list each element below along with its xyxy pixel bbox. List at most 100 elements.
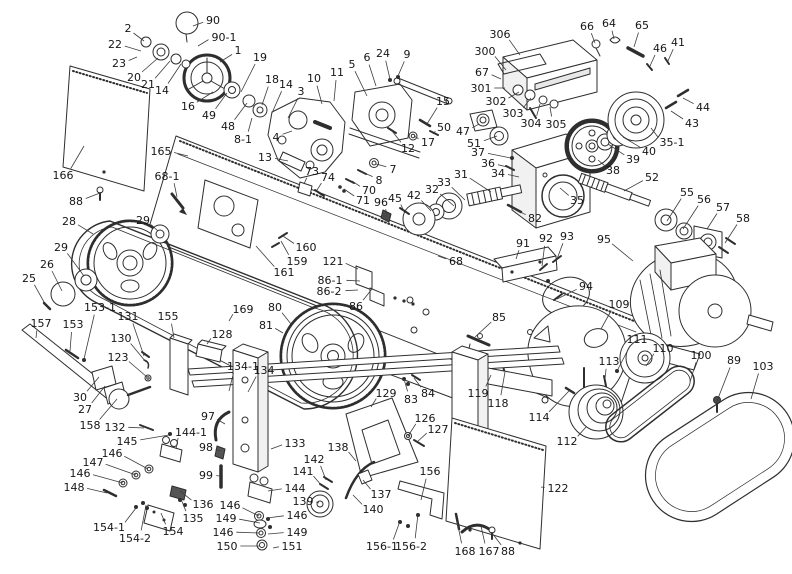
part-label-27: 27: [78, 403, 92, 416]
leader-line-88: [491, 532, 502, 546]
leader-line-80: [281, 312, 292, 325]
leader-line-9: [397, 61, 405, 77]
leader-line-110: [645, 353, 655, 367]
shaft-52: [577, 172, 652, 207]
leader-line-157: [35, 330, 38, 339]
leader-line-145: [140, 434, 170, 441]
part-label-89: 89: [727, 354, 741, 367]
part-label-121: 121: [323, 255, 344, 268]
part-label-131: 131: [118, 310, 139, 323]
leader-line-8-1: [247, 117, 253, 132]
leader-line-32: [439, 193, 455, 207]
leader-line-8: [361, 171, 373, 177]
part-label-4: 4: [273, 131, 280, 144]
leader-line-129: [370, 398, 377, 408]
leader-line-169: [228, 314, 234, 322]
leader-line-90-1: [197, 39, 209, 47]
part-label-41: 41: [671, 36, 685, 49]
part-98: [214, 445, 226, 460]
part-label-68-1: 68-1: [155, 170, 180, 183]
leader-line-90: [192, 21, 204, 27]
leader-line-36: [497, 164, 512, 169]
leader-line-88: [85, 192, 101, 199]
part-label-165: 165: [151, 145, 172, 158]
leader-line-35-1: [650, 127, 659, 138]
leader-line-141: [313, 475, 323, 487]
part-label-301: 301: [471, 82, 492, 95]
leader-line-18: [261, 86, 269, 106]
leader-line-100: [689, 362, 697, 383]
leader-line-128: [206, 338, 212, 345]
leader-line-93: [556, 243, 564, 260]
leader-line-26: [51, 270, 63, 292]
leader-line-135: [180, 498, 187, 512]
knob-90: [175, 11, 199, 35]
plate-91: [466, 246, 563, 347]
leader-line-156: [420, 478, 427, 501]
leader-line-118: [500, 371, 506, 396]
leader-line-57: [706, 213, 718, 230]
leader-line-84: [413, 377, 422, 388]
leader-line-22: [124, 45, 142, 52]
part-86: [369, 287, 385, 307]
part-label-31: 31: [454, 168, 468, 181]
part-label-134: 134: [254, 364, 275, 377]
leader-line-47: [472, 123, 480, 129]
part-label-91: 91: [516, 237, 530, 250]
part-label-8: 8: [376, 174, 383, 187]
part-label-67: 67: [475, 66, 489, 79]
part-label-95: 95: [597, 233, 611, 246]
leader-line-122: [540, 486, 545, 488]
part-label-92: 92: [539, 232, 553, 245]
leader-line-138: [348, 451, 357, 462]
part-label-156-2: 156-2: [395, 540, 427, 553]
part-label-14: 14: [279, 78, 293, 91]
control-box-306: [497, 36, 670, 119]
part-label-103: 103: [753, 360, 774, 373]
pin-132: [139, 424, 154, 431]
leader-line-70: [351, 180, 361, 187]
stand-assembly: [169, 333, 565, 473]
part-label-47: 47: [456, 125, 470, 138]
leader-line-306: [508, 39, 521, 56]
leader-line-305: [549, 106, 552, 117]
part-label-82: 82: [528, 212, 542, 225]
part-label-42: 42: [407, 189, 421, 202]
disc-35-1: [607, 91, 665, 149]
part-label-93: 93: [560, 230, 574, 243]
knob-158: [108, 388, 130, 410]
part-label-156-1: 156-1: [366, 540, 398, 553]
leader-line-28: [77, 224, 94, 235]
leader-line-68-1: [173, 183, 178, 198]
leader-line-89: [716, 367, 731, 402]
part-label-23: 23: [112, 57, 126, 70]
part-label-144-1: 144-1: [175, 426, 207, 439]
part-label-146: 146: [287, 509, 308, 522]
leader-line-41: [667, 48, 674, 62]
part-label-2: 2: [125, 22, 132, 35]
leader-line-149: [239, 518, 261, 524]
part-label-146: 146: [102, 447, 123, 460]
pin-13: [278, 151, 306, 172]
part-label-71: 71: [356, 194, 370, 207]
part-label-64: 64: [602, 17, 616, 30]
rod-85: [466, 334, 491, 347]
leader-line-98: [215, 448, 221, 452]
part-label-140: 140: [363, 503, 384, 516]
wheel-bearings: [42, 224, 170, 311]
leader-line-146: [92, 474, 124, 484]
part-label-65: 65: [635, 19, 649, 32]
flange-42: [402, 202, 436, 236]
leader-line-82: [512, 207, 526, 216]
part-label-151: 151: [282, 540, 303, 553]
leader-line-46: [649, 54, 656, 67]
leader-line-158: [99, 398, 118, 420]
part-label-147: 147: [83, 456, 104, 469]
part-label-33: 33: [437, 176, 451, 189]
part-label-111: 111: [627, 333, 648, 346]
screw-25: [42, 301, 52, 311]
part-label-122: 122: [548, 482, 569, 495]
part-label-114: 114: [529, 411, 550, 424]
